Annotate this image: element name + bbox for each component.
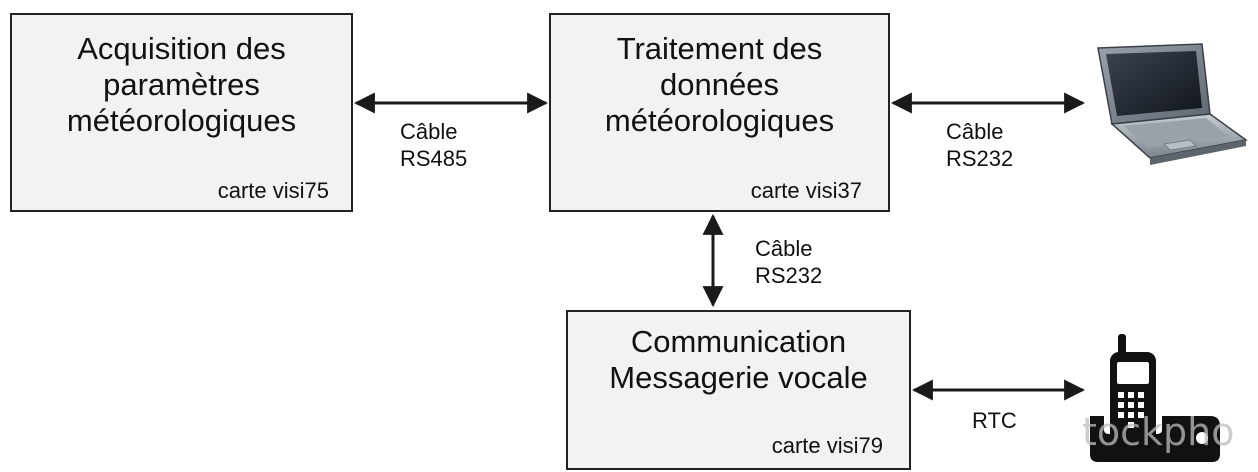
link-label-rtc: RTC [972,408,1017,433]
link-label-rs232-communication: Câble RS232 [755,236,823,288]
laptop-icon [1097,43,1248,165]
traitement-box: Traitement des données météorologiques c… [549,13,890,212]
traitement-card-label: carte visi37 [750,178,862,203]
acquisition-title: Acquisition des paramètres météorologiqu… [66,31,297,138]
link-label-rs232-laptop: Câble RS232 [946,119,1014,171]
communication-card-label: carte visi79 [771,433,883,458]
communication-title: Communication Messagerie vocale [609,324,868,395]
communication-box: Communication Messagerie vocale carte vi… [566,310,911,470]
traitement-title: Traitement des données météorologiques [604,31,835,138]
cordless-phone-icon [1090,334,1220,462]
watermark-text: tockpho [1082,410,1235,454]
acquisition-box: Acquisition des paramètres météorologiqu… [10,13,353,212]
link-label-rs485: Câble RS485 [400,119,468,171]
acquisition-card-label: carte visi75 [217,178,329,203]
